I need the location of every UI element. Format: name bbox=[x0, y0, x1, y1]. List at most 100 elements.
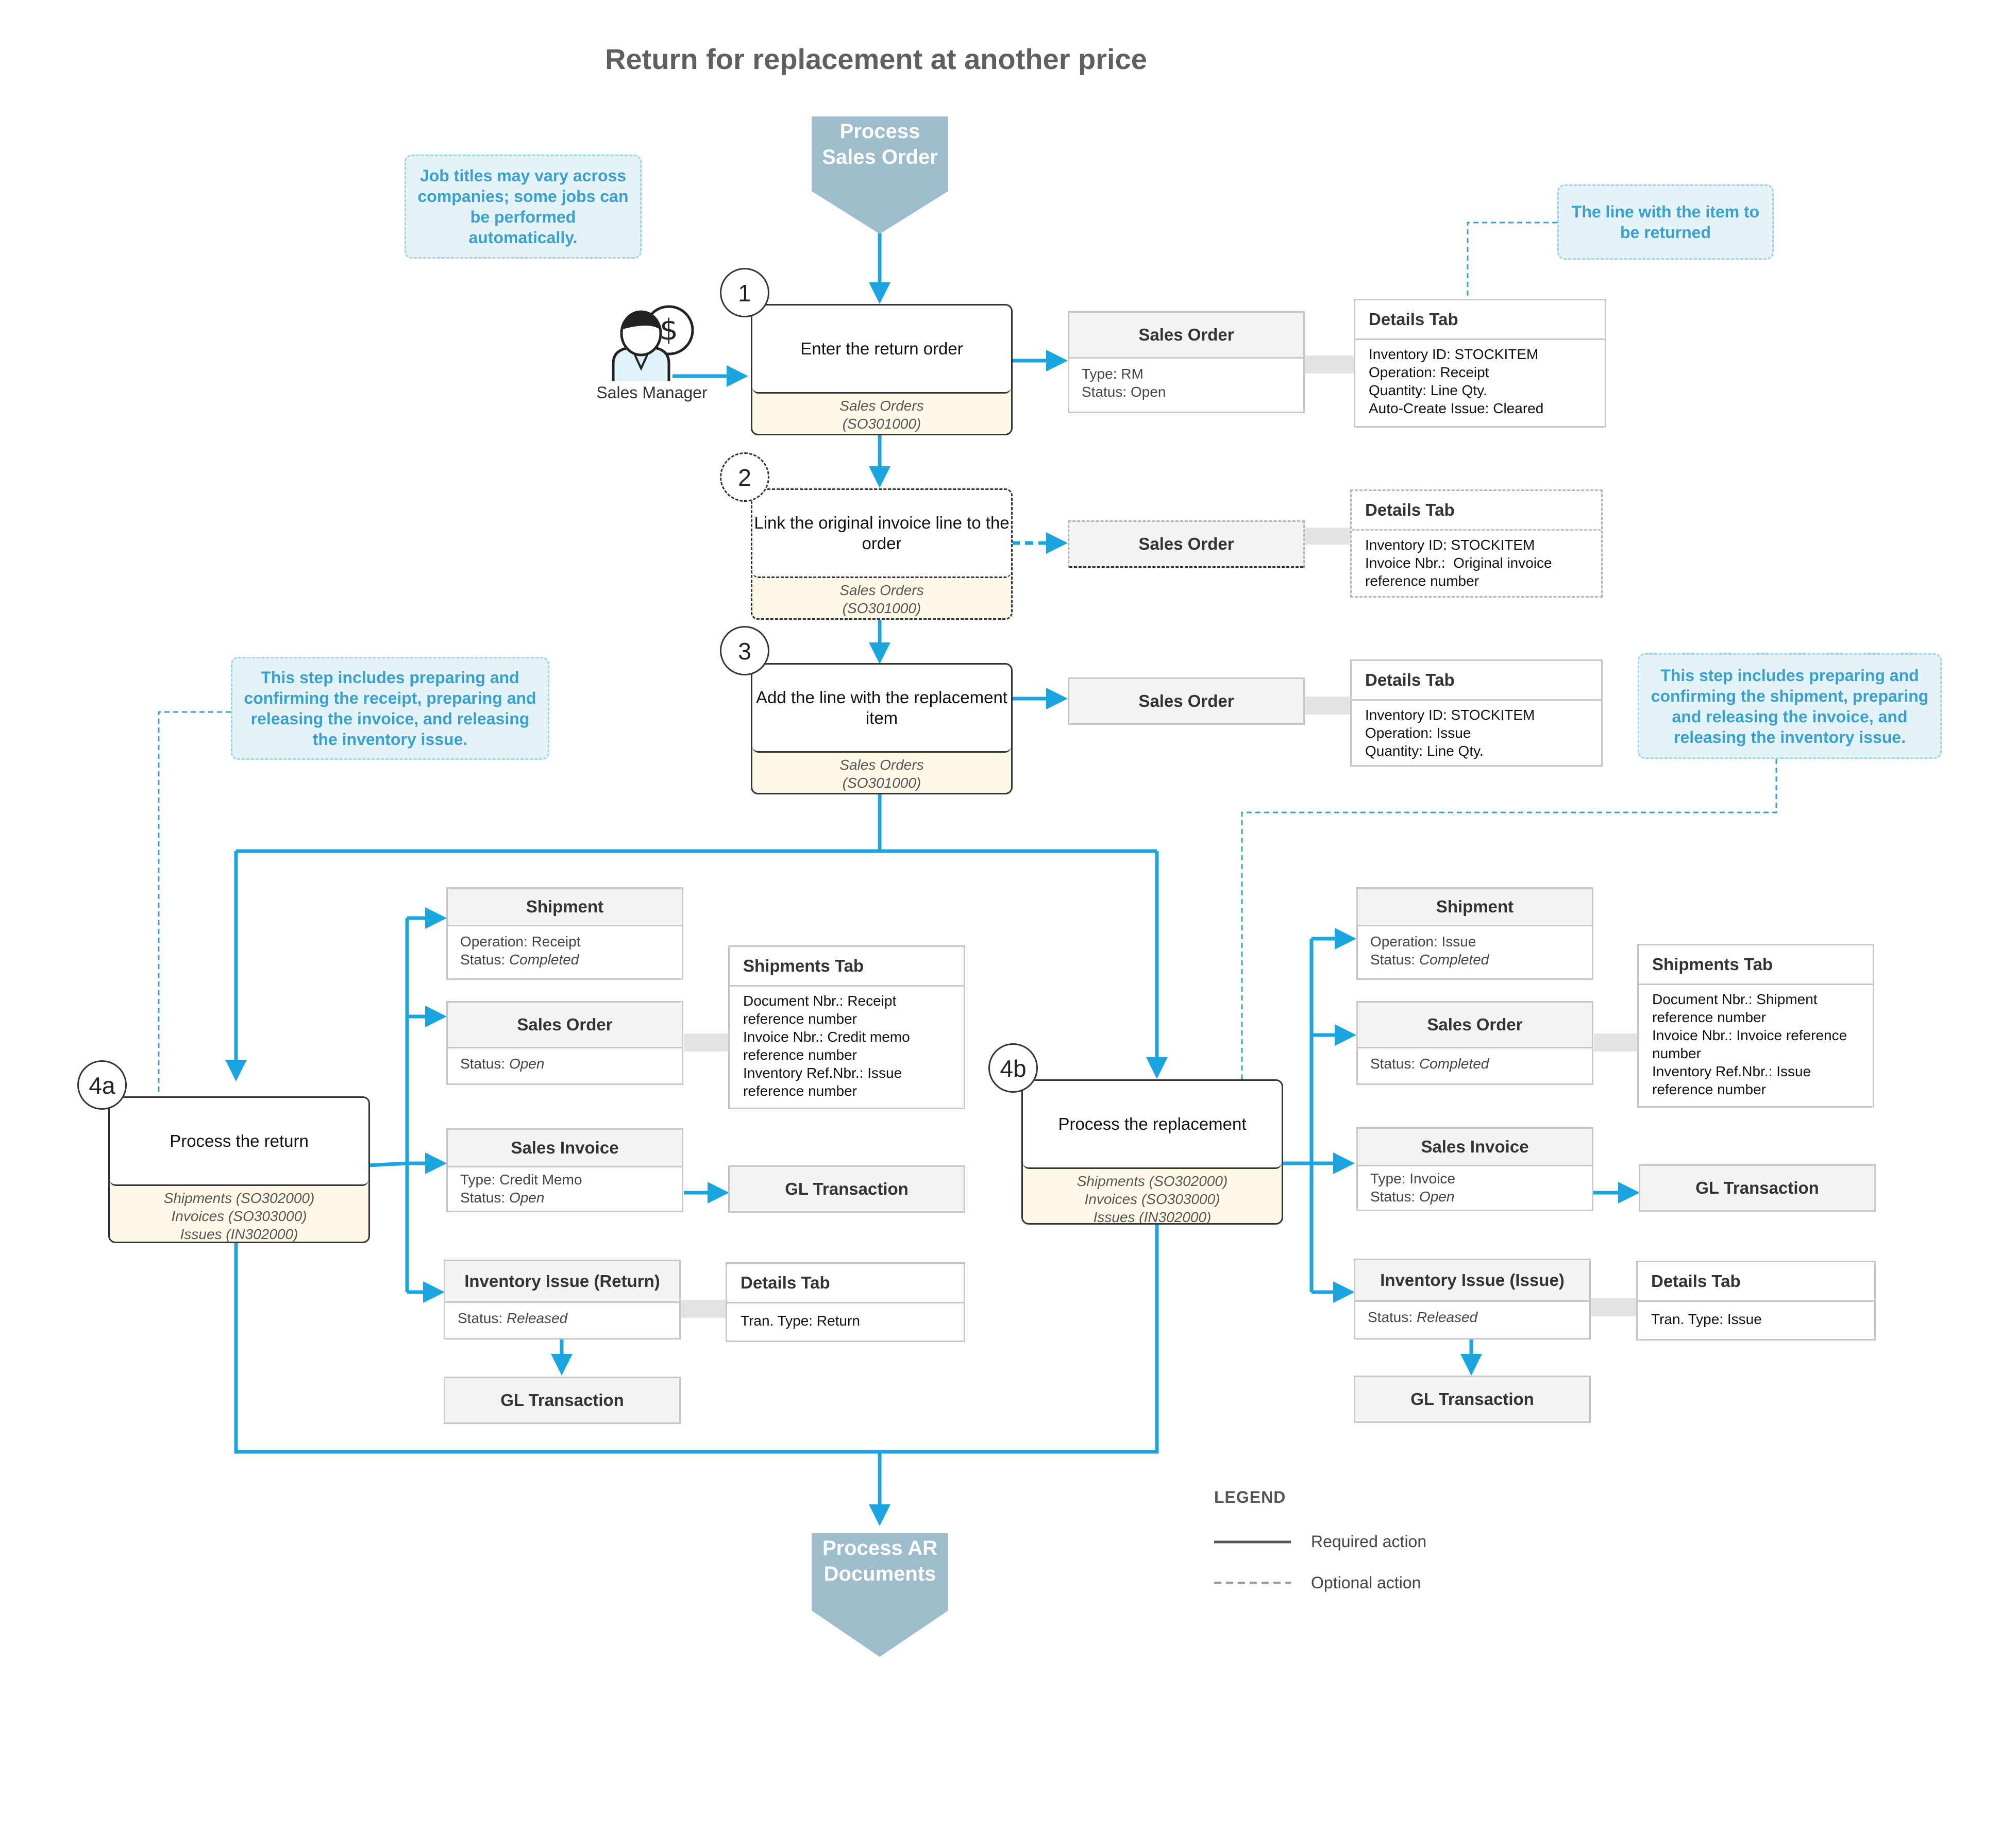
entity-inventory-issue-replacement: Inventory Issue (Issue) Status: Released bbox=[1354, 1259, 1591, 1340]
step-1-form-line: (SO301000) bbox=[842, 416, 921, 432]
flow-step4a-bus bbox=[368, 918, 409, 1292]
tab-details-2: Details Tab Inventory ID: STOCKITEM Invo… bbox=[1350, 489, 1603, 598]
step-4b-form-line: Invoices (SO303000) bbox=[1084, 1191, 1220, 1207]
step-1-text: Enter the return order bbox=[752, 306, 1011, 394]
step-3-number: 3 bbox=[720, 626, 769, 675]
step-2-number: 2 bbox=[720, 452, 769, 502]
entity-sales-order-3: Sales Order bbox=[1068, 677, 1305, 725]
flow-step3-split bbox=[236, 792, 1157, 853]
step-4a-forms: Shipments (SO302000) Invoices (SO303000)… bbox=[110, 1186, 368, 1242]
legend-required-label: Required action bbox=[1311, 1532, 1427, 1551]
tab-title: Shipments Tab bbox=[1639, 945, 1873, 985]
step-1-number: 1 bbox=[720, 268, 769, 317]
step-4a-form-line: Shipments (SO302000) bbox=[163, 1190, 315, 1206]
step-3-text: Add the line with the replacement item bbox=[752, 665, 1011, 753]
entity-title: Inventory Issue (Issue) bbox=[1355, 1260, 1589, 1302]
step-4b-forms: Shipments (SO302000) Invoices (SO303000)… bbox=[1023, 1169, 1282, 1225]
tab-lines: Tran. Type: Return bbox=[741, 1313, 860, 1329]
note-line-returned: The line with the item to be returned bbox=[1557, 184, 1774, 260]
callout-step4a bbox=[158, 711, 231, 1094]
tab-details-return: Details Tab Tran. Type: Return bbox=[726, 1262, 965, 1342]
entity-title: Sales Order bbox=[448, 1003, 682, 1048]
step-2[interactable]: Link the original invoice line to the or… bbox=[751, 488, 1013, 620]
step-3-forms: Sales Orders (SO301000) bbox=[752, 753, 1011, 792]
step-3-form-line: Sales Orders bbox=[839, 757, 924, 773]
flow-step4b-bus bbox=[1281, 939, 1314, 1292]
entity-title: Sales Order bbox=[1069, 522, 1303, 568]
entity-sales-invoice-replacement: Sales Invoice Type: Invoice Status: Open bbox=[1356, 1127, 1593, 1211]
entity-connector bbox=[681, 1300, 726, 1318]
entity-title: Shipment bbox=[1358, 889, 1592, 926]
entity-fields: Type: RM Status: Open bbox=[1082, 366, 1166, 400]
entity-shipment-return: Shipment Operation: Receipt Status: Comp… bbox=[446, 887, 683, 980]
sales-manager-icon: $ bbox=[608, 301, 696, 384]
step-4b[interactable]: Process the replacement Shipments (SO302… bbox=[1021, 1079, 1283, 1225]
tab-title: Details Tab bbox=[1638, 1262, 1874, 1302]
step-1[interactable]: Enter the return order Sales Orders (SO3… bbox=[751, 304, 1013, 435]
step-2-forms: Sales Orders (SO301000) bbox=[752, 578, 1011, 617]
end-node-label: Process AR Documents bbox=[822, 1537, 938, 1585]
tab-details-1: Details Tab Inventory ID: STOCKITEM Oper… bbox=[1354, 299, 1606, 428]
entity-connector bbox=[1305, 528, 1351, 545]
entity-connector bbox=[1305, 697, 1351, 715]
step-4a-form-line: Issues (IN302000) bbox=[180, 1226, 298, 1242]
legend-title: LEGEND bbox=[1214, 1488, 1286, 1506]
entity-fields: Status: Released bbox=[1368, 1309, 1478, 1325]
entity-sales-order-1: Sales Order Type: RM Status: Open bbox=[1068, 311, 1305, 413]
tab-title: Details Tab bbox=[1352, 491, 1601, 531]
tab-lines: Document Nbr.: Shipment reference number… bbox=[1652, 991, 1847, 1097]
end-chevron-shape bbox=[812, 1533, 948, 1657]
entity-shipment-replacement: Shipment Operation: Issue Status: Comple… bbox=[1356, 887, 1593, 980]
start-chevron-shape bbox=[812, 116, 948, 234]
step-4a-number: 4a bbox=[77, 1060, 127, 1110]
entity-gl-transaction-replacement-issue: GL Transaction bbox=[1354, 1376, 1591, 1423]
callout-step4b bbox=[1241, 759, 1777, 1079]
note-job-titles: Job titles may vary across companies; so… bbox=[405, 155, 642, 259]
entity-title: Sales Order bbox=[1069, 679, 1303, 723]
entity-title: GL Transaction bbox=[445, 1378, 679, 1422]
tab-details-3: Details Tab Inventory ID: STOCKITEM Oper… bbox=[1350, 659, 1603, 767]
tab-title: Shipments Tab bbox=[730, 947, 964, 987]
step-4b-form-line: Issues (IN302000) bbox=[1093, 1209, 1212, 1225]
tab-lines: Inventory ID: STOCKITEM Operation: Issue… bbox=[1365, 707, 1535, 759]
step-4b-form-line: Shipments (SO302000) bbox=[1077, 1173, 1228, 1189]
entity-fields: Status: Completed bbox=[1370, 1056, 1489, 1072]
step-3-form-line: (SO301000) bbox=[842, 775, 921, 791]
tab-lines: Inventory ID: STOCKITEM Operation: Recei… bbox=[1369, 346, 1544, 416]
entity-title: GL Transaction bbox=[1640, 1166, 1874, 1210]
step-4a[interactable]: Process the return Shipments (SO302000) … bbox=[108, 1096, 370, 1243]
entity-title: Inventory Issue (Return) bbox=[445, 1261, 679, 1303]
note-step4b: This step includes preparing and confirm… bbox=[1638, 653, 1942, 759]
entity-title: Shipment bbox=[448, 889, 682, 926]
step-4a-form-line: Invoices (SO303000) bbox=[171, 1208, 307, 1224]
step-1-form-line: Sales Orders bbox=[839, 398, 924, 414]
step-2-form-line: Sales Orders bbox=[839, 582, 924, 598]
actor-label: Sales Manager bbox=[596, 383, 708, 402]
step-4b-number: 4b bbox=[988, 1043, 1038, 1093]
step-1-forms: Sales Orders (SO301000) bbox=[752, 394, 1011, 433]
entity-sales-order-2: Sales Order bbox=[1068, 520, 1305, 568]
entity-connector bbox=[1591, 1298, 1637, 1316]
callout-line-returned bbox=[1467, 222, 1557, 301]
entity-fields: Status: Released bbox=[458, 1310, 568, 1326]
entity-fields: Type: Credit Memo Status: Open bbox=[460, 1172, 582, 1206]
tab-lines: Tran. Type: Issue bbox=[1651, 1311, 1762, 1327]
entity-gl-transaction-replacement-invoice: GL Transaction bbox=[1639, 1164, 1876, 1212]
tab-title: Details Tab bbox=[1352, 661, 1601, 701]
note-step4a: This step includes preparing and confirm… bbox=[231, 657, 549, 760]
tab-shipments-return: Shipments Tab Document Nbr.: Receipt ref… bbox=[728, 945, 965, 1109]
entity-fields: Operation: Issue Status: Completed bbox=[1370, 934, 1489, 968]
step-2-form-line: (SO301000) bbox=[842, 600, 921, 616]
tab-title: Details Tab bbox=[1355, 300, 1605, 340]
start-node: Process Sales Order bbox=[812, 116, 948, 234]
step-3[interactable]: Add the line with the replacement item S… bbox=[751, 663, 1013, 794]
tab-details-replacement: Details Tab Tran. Type: Issue bbox=[1636, 1261, 1876, 1341]
page-title: Return for replacement at another price bbox=[605, 43, 1147, 75]
entity-title: Sales Order bbox=[1358, 1003, 1592, 1048]
entity-inventory-issue-return: Inventory Issue (Return) Status: Release… bbox=[444, 1260, 681, 1340]
entity-fields: Status: Open bbox=[460, 1056, 545, 1072]
entity-title: Sales Invoice bbox=[448, 1130, 682, 1167]
entity-title: Sales Invoice bbox=[1358, 1129, 1592, 1166]
tab-title: Details Tab bbox=[727, 1264, 964, 1303]
